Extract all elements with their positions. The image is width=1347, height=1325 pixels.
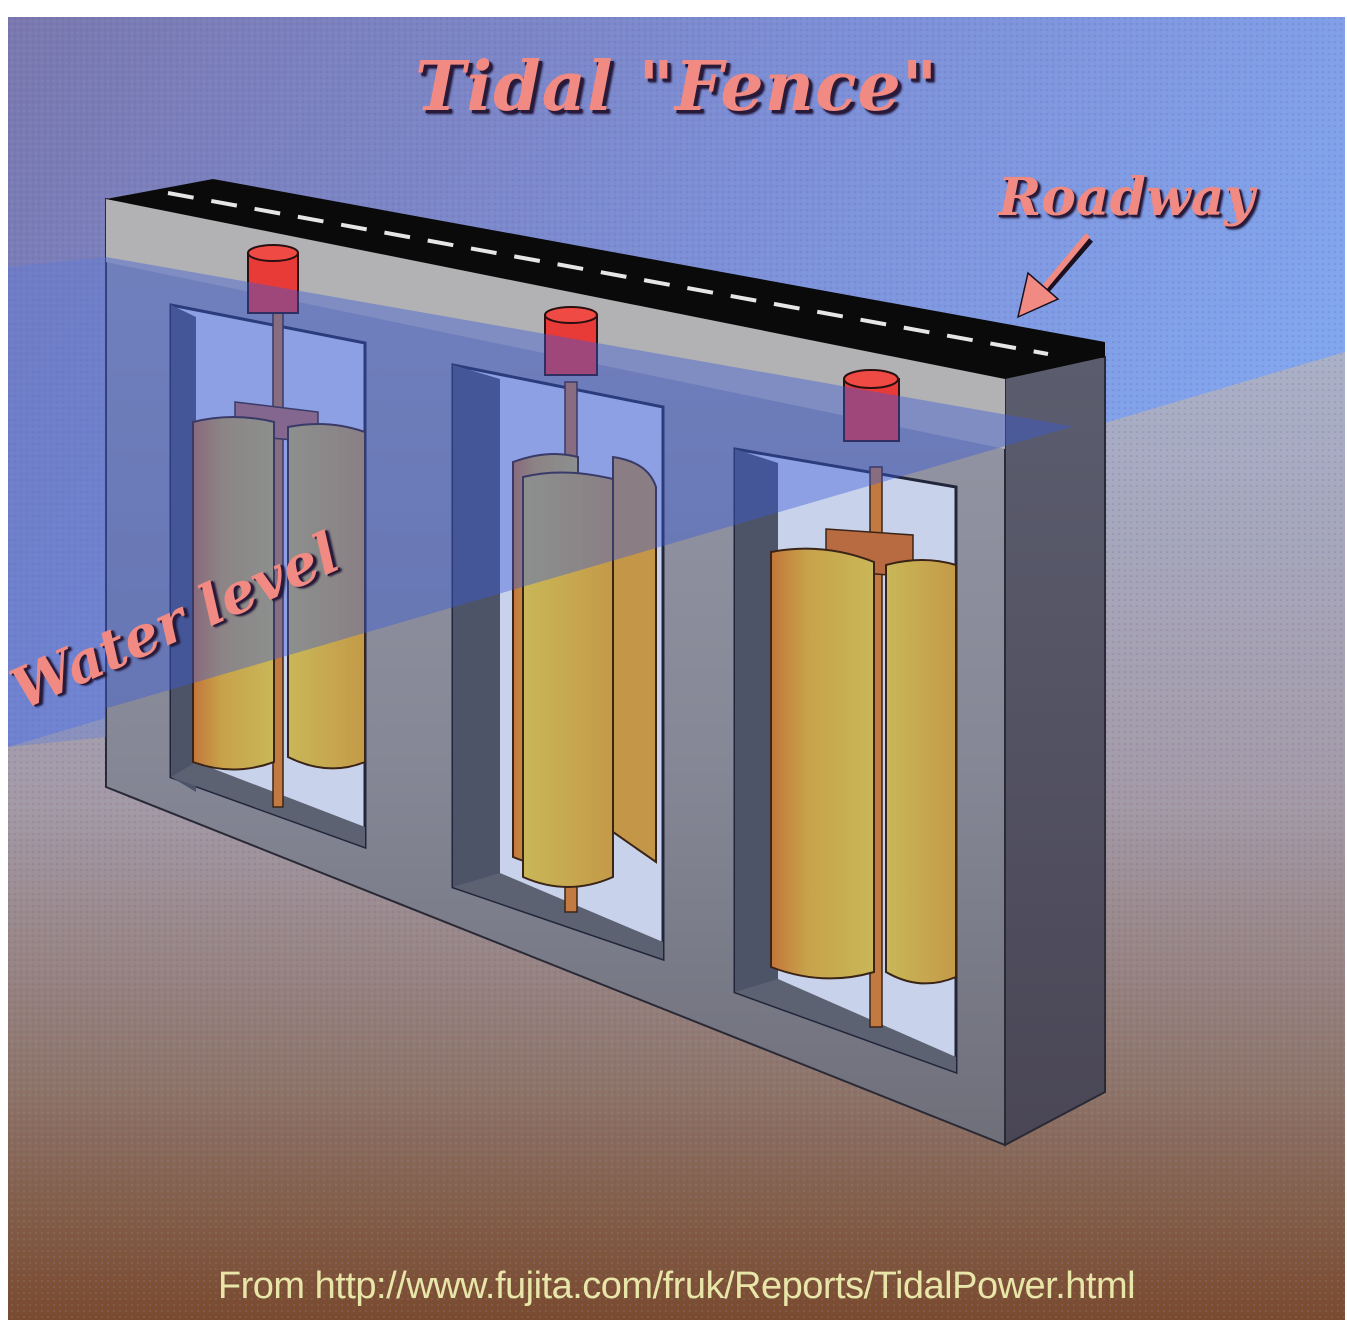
roadway-label: Roadway xyxy=(998,167,1255,228)
diagram-canvas xyxy=(8,17,1345,1320)
source-caption: From http://www.fujita.com/fruk/Reports/… xyxy=(217,1265,1136,1307)
generator-cap-3 xyxy=(843,378,900,442)
tidal-fence-diagram: Tidal "Fence" Roadway Water level From h… xyxy=(8,17,1345,1320)
turbine-2 xyxy=(512,306,657,913)
roadway-arrow xyxy=(1016,233,1094,319)
figure-title: Tidal "Fence" xyxy=(414,47,939,127)
turbine-3 xyxy=(770,369,957,1028)
generator-cap-2 xyxy=(544,314,598,376)
road-center-line xyxy=(167,191,1049,356)
turbine-1 xyxy=(192,244,366,808)
fence-side-face xyxy=(1004,356,1106,1147)
generator-cap-1 xyxy=(247,252,299,314)
